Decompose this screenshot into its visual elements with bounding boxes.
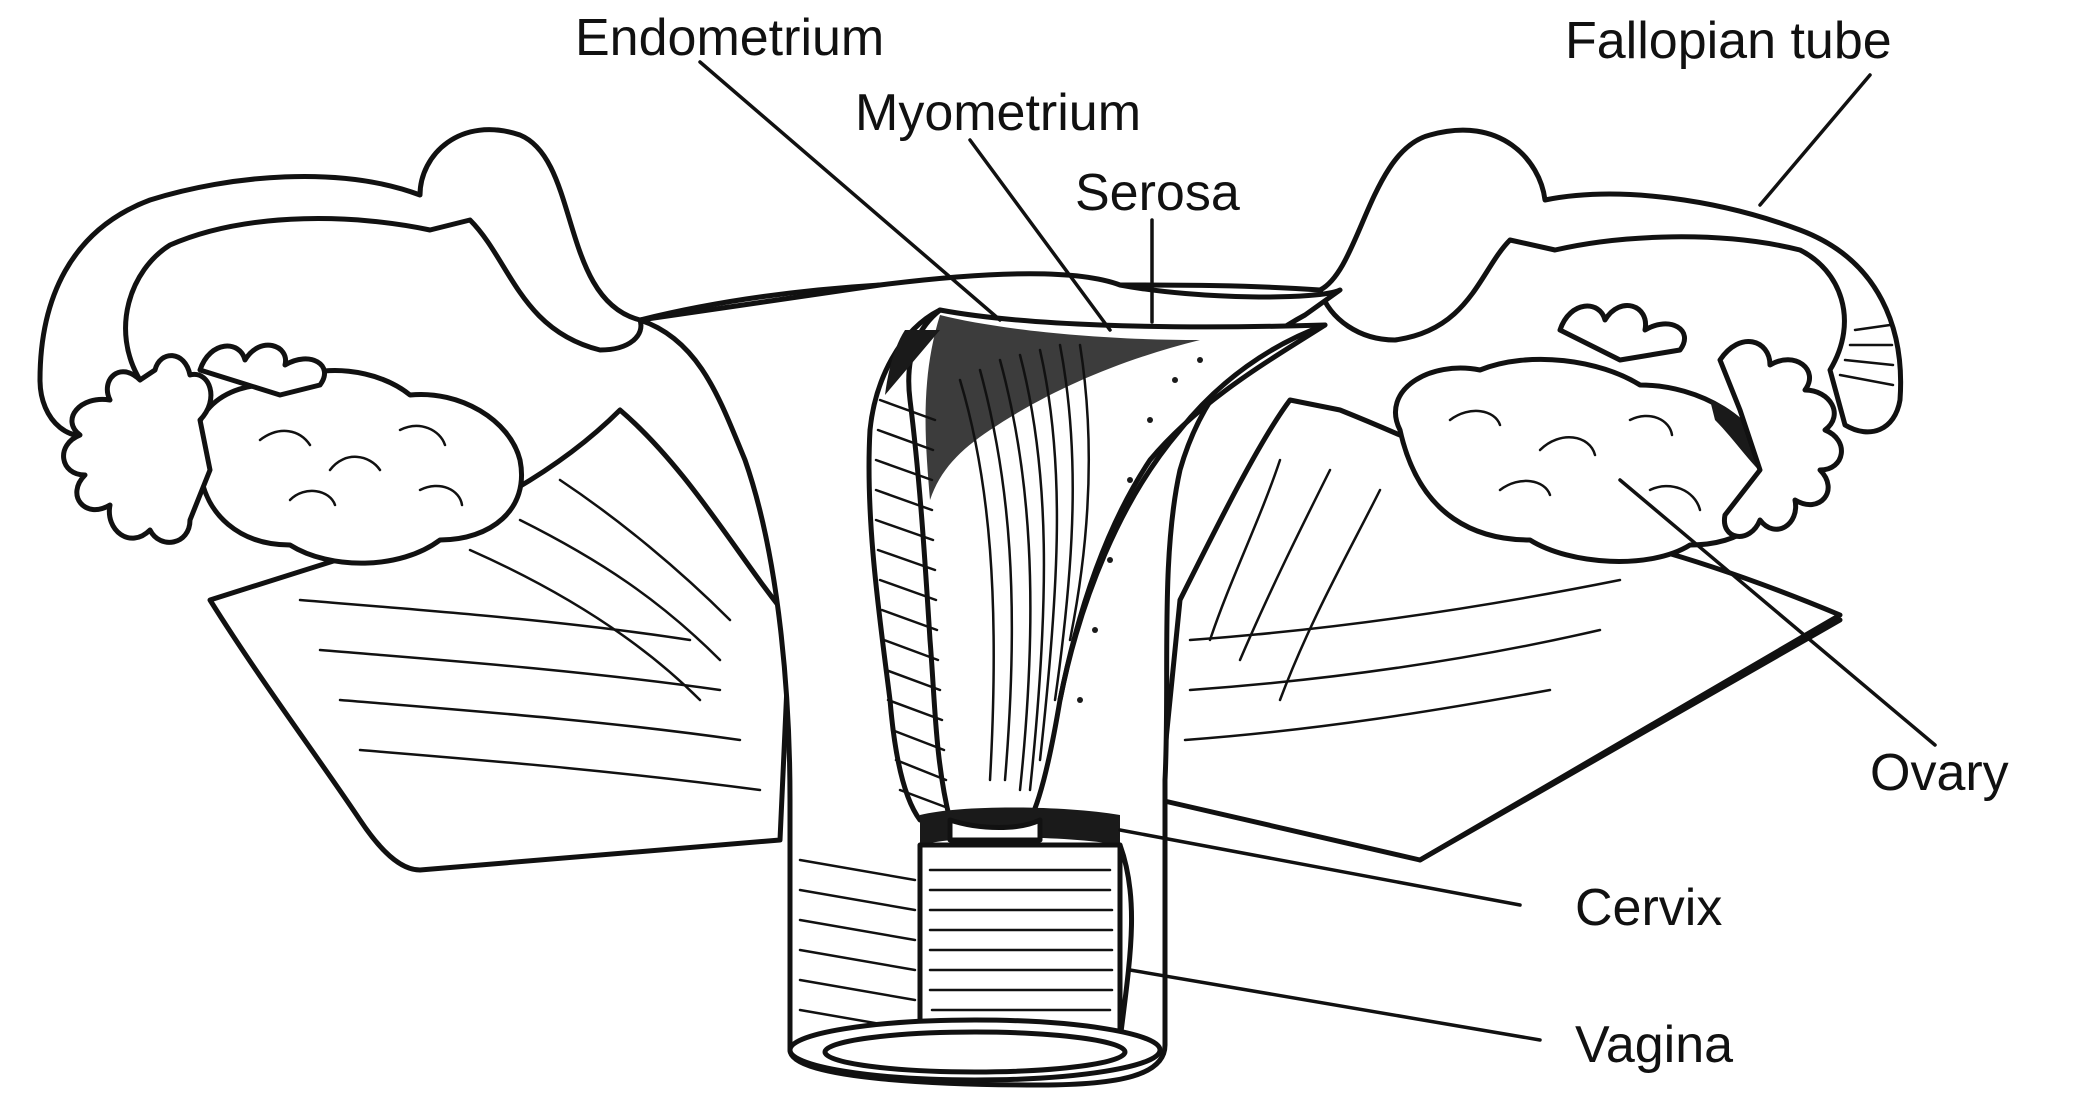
leader-cervix: [1120, 830, 1520, 905]
leader-vagina: [1130, 970, 1540, 1040]
cervix: [920, 808, 1120, 846]
label-vagina: Vagina: [1575, 1016, 1733, 1074]
label-ovary: Ovary: [1870, 744, 2009, 802]
label-serosa: Serosa: [1075, 164, 1240, 222]
label-fallopian-tube: Fallopian tube: [1565, 12, 1892, 70]
label-myometrium: Myometrium: [855, 84, 1141, 142]
label-cervix: Cervix: [1575, 879, 1722, 937]
leader-fallopian-tube: [1760, 75, 1870, 205]
label-endometrium: Endometrium: [575, 9, 884, 67]
